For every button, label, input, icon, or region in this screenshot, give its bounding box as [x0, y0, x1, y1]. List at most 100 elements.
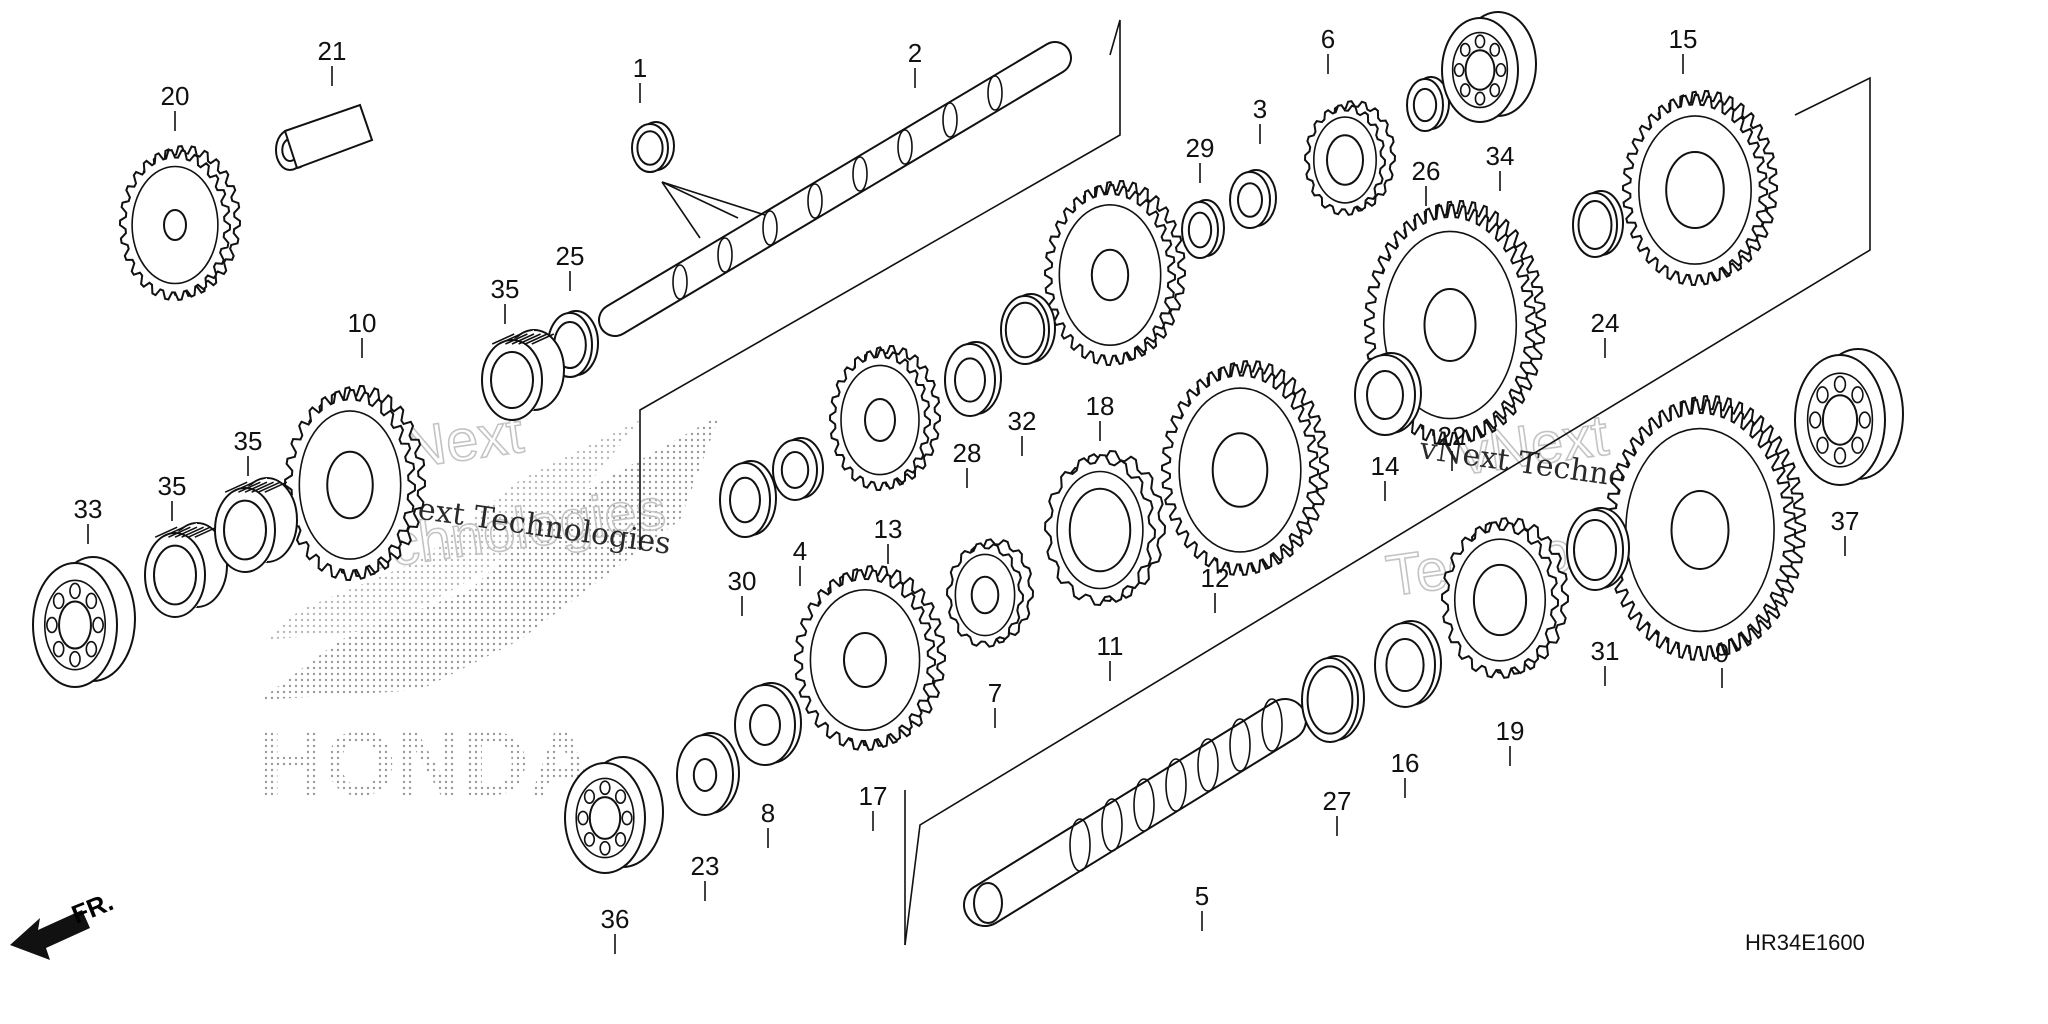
needle-bearing-35b [144, 522, 228, 618]
callout-37: 37 [1831, 506, 1860, 536]
collar-21-body [283, 103, 374, 170]
spline-ring [1069, 818, 1091, 872]
bushing-4 [772, 437, 824, 501]
mainshaft-group-box [639, 19, 1121, 550]
spline-ring [1165, 758, 1187, 812]
leader-lines [661, 181, 766, 239]
collar-8 [734, 682, 802, 766]
gear-9 [1604, 395, 1806, 661]
shaft-ring [987, 75, 1003, 111]
washer-26 [1406, 76, 1450, 132]
callout-6: 6 [1321, 24, 1335, 54]
spline-ring [1261, 698, 1283, 752]
diagram-code: HR34E1600 [1745, 930, 1865, 955]
callout-28: 28 [953, 438, 982, 468]
gear-19 [1440, 517, 1570, 679]
circlip-32 [1000, 293, 1056, 365]
washer-23 [676, 732, 740, 816]
callout-18: 18 [1086, 391, 1115, 421]
callout-32: 32 [1008, 406, 1037, 436]
callout-27: 27 [1323, 786, 1352, 816]
gear-13 [828, 344, 942, 492]
callout-16: 16 [1391, 748, 1420, 778]
spline-ring [1101, 798, 1123, 852]
callout-8: 8 [761, 798, 775, 828]
honda-logo-text: HONDA [258, 713, 595, 815]
needle-bearing-35c [214, 477, 298, 573]
gear-11 [1043, 449, 1167, 607]
gear-17 [793, 565, 947, 751]
shaft-ring [942, 102, 958, 138]
shaft-ring [897, 129, 913, 165]
callout-34: 34 [1486, 141, 1515, 171]
callout-23: 23 [691, 851, 720, 881]
shaft-ring [762, 210, 778, 246]
bearing-36 [564, 756, 664, 874]
callout-4: 4 [793, 536, 807, 566]
callout-33: 33 [74, 494, 103, 524]
callout-10: 10 [348, 308, 377, 338]
shaft-ring [852, 156, 868, 192]
callout-9: 9 [1715, 638, 1729, 668]
bearing-34 [1441, 11, 1537, 123]
bearing-33 [32, 556, 136, 688]
spline-ring [1229, 718, 1251, 772]
spline-ring [1197, 738, 1219, 792]
callout-15: 15 [1669, 24, 1698, 54]
callout-25: 25 [556, 241, 585, 271]
shaft-ring [672, 264, 688, 300]
callout-7: 7 [988, 678, 1002, 708]
callout-22: 22 [1438, 421, 1467, 451]
callout-36: 36 [601, 904, 630, 934]
bushing-14 [1354, 352, 1422, 436]
callout-3: 3 [1253, 94, 1267, 124]
callout-30: 30 [728, 566, 757, 596]
front-direction-marker: FR. [10, 886, 117, 960]
callout-17: 17 [859, 781, 888, 811]
callout-13: 13 [874, 514, 903, 544]
callout-20: 20 [161, 81, 190, 111]
callout-5: 5 [1195, 881, 1209, 911]
callout-1: 1 [633, 53, 647, 83]
callout-19: 19 [1496, 716, 1525, 746]
bushing-16 [1374, 620, 1442, 708]
gear-18 [1043, 179, 1187, 367]
callout-12: 12 [1201, 563, 1230, 593]
gear-6 [1303, 100, 1397, 216]
needle-bearing-35a [481, 329, 565, 421]
ring-28 [944, 341, 1002, 417]
callout-24: 24 [1591, 308, 1620, 338]
callout-14: 14 [1371, 451, 1400, 481]
washer-27 [1301, 655, 1365, 743]
bushing-3 [1229, 169, 1277, 229]
washer-29 [1181, 199, 1225, 259]
gear-20 [118, 145, 242, 301]
bearing-37 [1794, 348, 1904, 486]
callout-35b: 35 [158, 471, 187, 501]
gear-7 [945, 538, 1035, 648]
callout-2: 2 [908, 38, 922, 68]
washer-31 [1566, 507, 1630, 591]
parts-layer [32, 11, 1904, 927]
callout-11: 11 [1097, 631, 1124, 661]
gear-10 [283, 384, 427, 582]
front-arrow-icon [10, 910, 90, 960]
washer-24 [1572, 190, 1624, 258]
countershaft-group-box [904, 76, 1871, 946]
callout-26: 26 [1412, 156, 1441, 186]
honda-wing-logo: HONDA [258, 415, 720, 815]
callout-31: 31 [1591, 636, 1620, 666]
gear-12 [1160, 360, 1330, 576]
shaft-ring [807, 183, 823, 219]
washer-30 [719, 460, 777, 538]
washer-1 [631, 121, 675, 173]
shaft-ring [717, 237, 733, 273]
callout-35c: 35 [234, 426, 263, 456]
spline-ring [1133, 778, 1155, 832]
mainshaft [598, 41, 1072, 337]
shaft-end [973, 882, 1003, 924]
gear-15 [1621, 89, 1779, 287]
